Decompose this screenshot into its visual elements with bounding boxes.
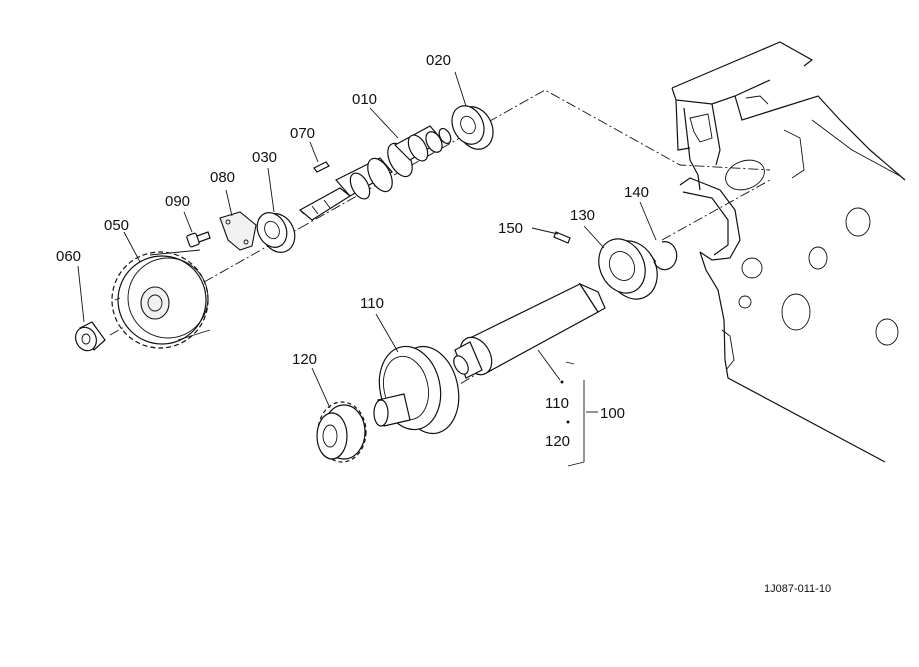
collar-060 <box>75 321 106 352</box>
label-030: 030 <box>252 149 277 166</box>
bearing-130 <box>598 238 658 300</box>
pin-150 <box>553 231 571 244</box>
label-020: 020 <box>426 52 451 69</box>
key-070 <box>313 161 330 173</box>
thrust-plate-080 <box>219 211 257 251</box>
label-150: 150 <box>498 220 523 237</box>
bolt-090 <box>186 231 211 248</box>
label-130: 130 <box>570 207 595 224</box>
label-060: 060 <box>56 248 81 265</box>
drawing-code: 1J087-011-10 <box>764 583 831 595</box>
label-110-assembly: 110 <box>545 395 569 412</box>
camshaft-010 <box>298 125 452 221</box>
large-gear-050 <box>111 249 211 349</box>
label-120: 120 <box>292 351 317 368</box>
engine-block <box>671 41 906 463</box>
label-140: 140 <box>624 184 649 201</box>
label-080: 080 <box>210 169 235 186</box>
snap-ring-140 <box>649 241 678 271</box>
label-110: 110 <box>360 295 384 312</box>
bearing-020 <box>451 105 494 150</box>
label-090: 090 <box>165 193 190 210</box>
label-010: 010 <box>352 91 377 108</box>
gear-120 <box>316 401 367 463</box>
label-120-assembly: 120 <box>545 433 570 450</box>
part-labels: 020 010 070 030 080 090 050 060 150 130 … <box>56 52 649 450</box>
gear-110 <box>373 345 460 435</box>
label-050: 050 <box>104 217 129 234</box>
leader-lines <box>77 71 657 467</box>
label-100: 100 <box>600 405 625 422</box>
shaft-assembly-100 <box>453 282 606 379</box>
label-070: 070 <box>290 125 315 142</box>
bearing-030 <box>256 212 296 253</box>
